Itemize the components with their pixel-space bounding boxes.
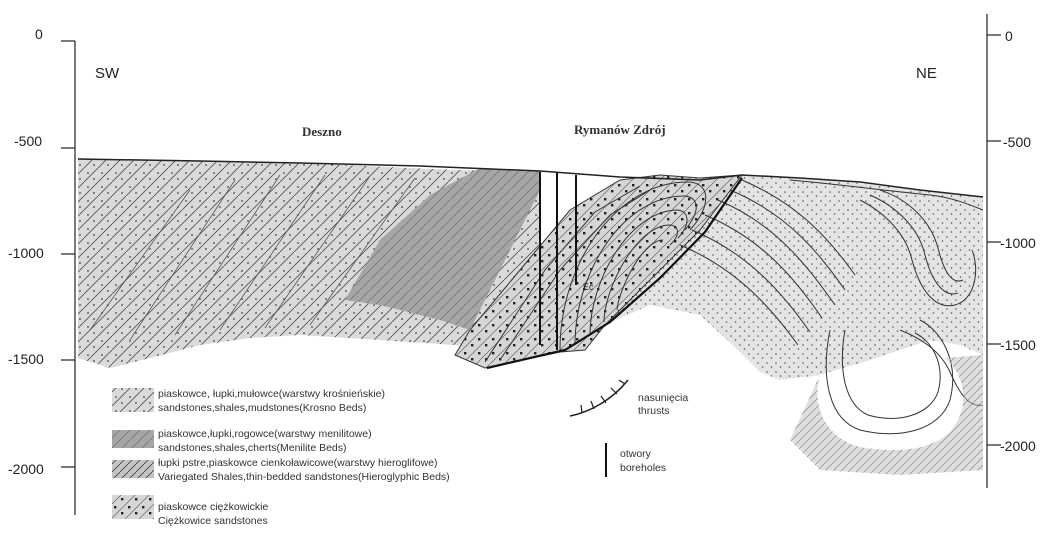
legend-thrust-pl: nasunięcia	[638, 392, 688, 404]
legend-ciezkowice-pl: piaskowce ciężkowickie	[158, 501, 268, 513]
left-axis-tick-label: -1500	[8, 351, 44, 367]
left-axis-tick-label: -500	[14, 133, 42, 149]
legend-thrust-en: thrusts	[638, 405, 670, 417]
right-axis-tick-label: -1500	[1000, 337, 1036, 353]
place-label-rymanow-zdroj: Rymanów Zdrój	[574, 122, 666, 137]
legend-menilite-pl: piaskowce,łupki,rogowce(warstwy menilito…	[158, 428, 372, 440]
right-axis-tick-label: -500	[1003, 134, 1031, 150]
legend-krosno-pl: piaskowce, łupki,mułowce(warstwy krośnie…	[158, 388, 385, 400]
legend-ciezkowice-en: Ciężkowice sandstones	[158, 515, 268, 527]
legend-borehole-en: boreholes	[620, 462, 666, 474]
left-axis-tick-label: 0	[35, 26, 43, 42]
legend-menilite-en: sandstones,shales,cherts(Menilite Beds)	[158, 442, 347, 454]
legend-swatch-menilite	[112, 430, 154, 448]
legend-swatch-hieroglyphic	[112, 460, 154, 478]
direction-label-ne: NE	[916, 65, 937, 82]
right-axis-tick-label: -2000	[1000, 438, 1036, 454]
left-axis-tick-label: -2000	[8, 461, 44, 477]
direction-label-sw: SW	[95, 65, 120, 82]
legend-swatch-krosno	[112, 388, 154, 412]
right-axis-tick-label: -1000	[1000, 235, 1036, 251]
legend-hieroglyphic-pl: łupki pstre,piaskowce cienkoławicowe(war…	[158, 457, 438, 469]
left-axis-tick-label: -1000	[8, 245, 44, 261]
unit-label-ec: Ec	[583, 282, 594, 292]
legend-krosno-en: sandstones,shales,mudstones(Krosno Beds)	[158, 402, 366, 414]
right-axis-tick-label: 0	[1005, 28, 1013, 44]
place-label-deszno: Deszno	[302, 124, 342, 139]
legend-thrust-symbol	[570, 380, 628, 416]
legend-swatch-ciezkowice	[112, 495, 154, 519]
legend-hieroglyphic-en: Variegated Shales,thin-bedded sandstones…	[158, 471, 450, 483]
legend-borehole-pl: otwory	[620, 448, 652, 460]
